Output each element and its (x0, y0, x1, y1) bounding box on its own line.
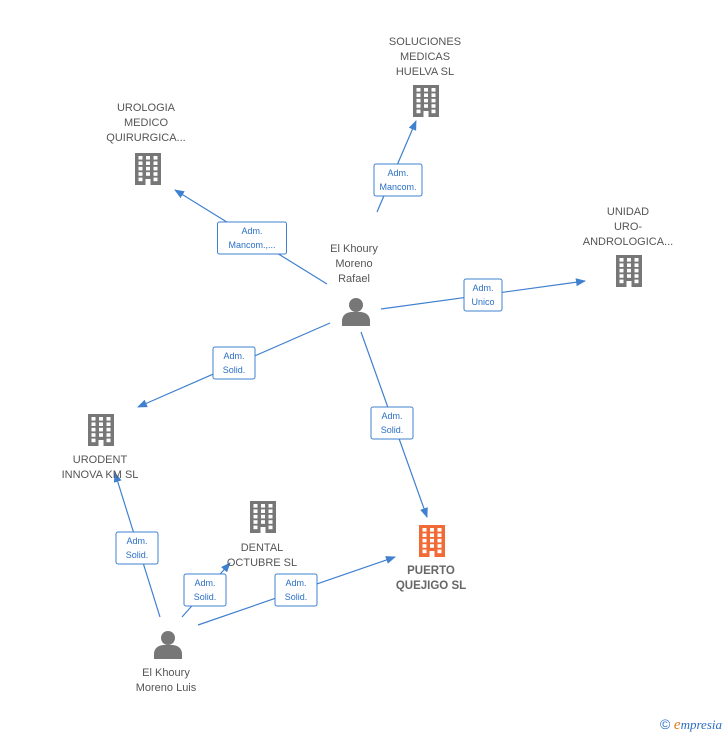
edge-label-text: Adm. (381, 411, 402, 421)
edge-label-e3[interactable]: Adm. Unico (463, 278, 503, 312)
footer-brand[interactable]: © empresia (660, 716, 722, 734)
node-label: Moreno Luis (136, 682, 197, 694)
node-label: El Khoury (142, 667, 190, 679)
building-icon (616, 255, 642, 287)
edge-label-text: Adm. (126, 536, 147, 546)
edge-label-box (463, 278, 503, 312)
node-label: QUIRURGICA... (106, 132, 185, 144)
node-label: URODENT (73, 454, 128, 466)
edge-label-e5[interactable]: Adm. Solid. (370, 406, 414, 440)
node-urologia[interactable]: UROLOGIA MEDICO QUIRURGICA... (106, 102, 186, 185)
brand-logo-initial: e (673, 717, 681, 733)
person-icon (154, 631, 182, 659)
node-dental[interactable]: DENTAL OCTUBRE SL (227, 501, 297, 569)
building-icon (250, 501, 276, 533)
brand-logo-rest: mpresia (680, 717, 722, 732)
edge-label-text: Mancom. (379, 182, 416, 192)
edge-label-e8[interactable]: Adm. Solid. (274, 573, 318, 607)
edge-label-e7[interactable]: Adm. Solid. (183, 573, 227, 607)
node-label: QUEJIGO SL (396, 580, 466, 592)
node-unidad[interactable]: UNIDAD URO- ANDROLOGICA... (583, 206, 673, 287)
node-label: MEDICO (124, 117, 168, 129)
edge-label-text: Solid. (285, 592, 308, 602)
copyright-symbol: © (659, 716, 671, 732)
node-puerto[interactable]: PUERTO QUEJIGO SL (396, 525, 466, 592)
person-icon (342, 298, 370, 326)
edge-label-text: Solid. (126, 550, 149, 560)
node-label: ANDROLOGICA... (583, 236, 673, 248)
edge-label-text: Solid. (223, 365, 246, 375)
edge-label-e2[interactable]: Adm. Mancom.,... (217, 221, 287, 255)
edge-label-text: Adm. (472, 283, 493, 293)
node-label: UROLOGIA (117, 102, 176, 114)
edge-label-box (212, 346, 256, 380)
node-label: UNIDAD (607, 206, 649, 218)
edge-label-text: Adm. (285, 578, 306, 588)
edge-label-box (183, 573, 227, 607)
edge-label-text: Adm. (194, 578, 215, 588)
edge-label-e6[interactable]: Adm. Solid. (115, 531, 159, 565)
node-urodent[interactable]: URODENT INNOVA KM SL (62, 414, 139, 481)
edge-label-text: Adm. (241, 226, 262, 236)
node-label: DENTAL (241, 542, 284, 554)
edge-label-e4[interactable]: Adm. Solid. (212, 346, 256, 380)
edge-label-box (274, 573, 318, 607)
node-label: MEDICAS (400, 51, 450, 63)
edge-label-text: Solid. (194, 592, 217, 602)
node-soluciones[interactable]: SOLUCIONES MEDICAS HUELVA SL (389, 36, 461, 117)
node-label: URO- (614, 221, 642, 233)
building-icon (135, 153, 161, 185)
building-icon (88, 414, 114, 446)
node-label: PUERTO (407, 565, 455, 577)
edge-label-text: Mancom.,... (228, 240, 275, 250)
edge-label-text: Solid. (381, 425, 404, 435)
edge-label-box (370, 406, 414, 440)
node-label: SOLUCIONES (389, 36, 461, 48)
node-label: OCTUBRE SL (227, 557, 297, 569)
node-label: Rafael (338, 273, 370, 285)
edge-label-text: Adm. (223, 351, 244, 361)
node-label: Moreno (335, 258, 372, 270)
edge-labels-layer: Adm.Mancom.Adm.Mancom.,...Adm.UnicoAdm.S… (115, 163, 503, 607)
building-icon (419, 525, 445, 557)
node-label: El Khoury (330, 243, 378, 255)
edge-label-box (115, 531, 159, 565)
edge-label-text: Adm. (387, 168, 408, 178)
node-label: HUELVA SL (396, 66, 454, 78)
edge-label-text: Unico (471, 297, 494, 307)
building-icon (413, 85, 439, 117)
edge-label-box (217, 221, 287, 255)
edge-label-box (373, 163, 423, 197)
edge-label-e1[interactable]: Adm. Mancom. (373, 163, 423, 197)
node-label: INNOVA KM SL (62, 469, 139, 481)
edges-layer (113, 120, 586, 626)
